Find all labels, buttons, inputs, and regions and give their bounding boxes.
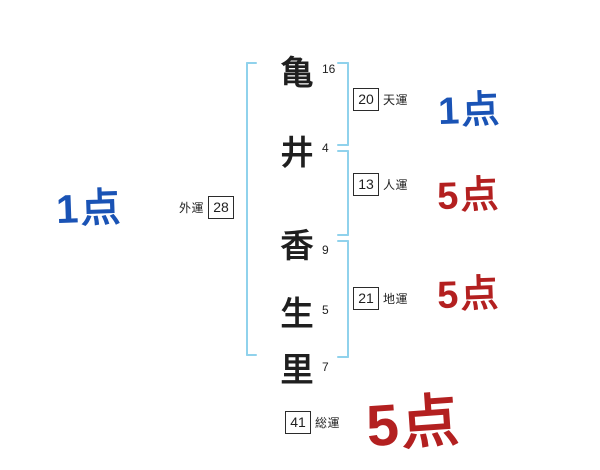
gaiun-label: 外運 — [179, 200, 205, 215]
tenun-bracket-line — [347, 62, 349, 146]
tenun-fortune: 20 天運 — [353, 88, 408, 111]
name-char-4: 生 — [280, 297, 314, 333]
tenun-label: 天運 — [383, 92, 409, 107]
name-char-2-strokes: 4 — [322, 141, 329, 155]
name-char-1-strokes: 16 — [322, 62, 336, 76]
souun-score: 5点 — [364, 387, 463, 460]
chiun-bracket-tick-top — [337, 240, 349, 242]
name-char-3: 香 — [280, 229, 314, 265]
outer-bracket-line — [246, 62, 248, 356]
gaiun-score: 1点 — [55, 185, 124, 233]
outer-bracket-tick-top — [246, 62, 257, 64]
jinun-score: 5点 — [436, 173, 502, 219]
name-char-4-strokes: 5 — [322, 303, 329, 317]
tenun-value-box: 20 — [353, 88, 379, 111]
tenun-score: 1点 — [437, 88, 503, 134]
name-char-2: 井 — [280, 136, 314, 172]
name-char-1: 亀 — [280, 56, 314, 92]
jinun-value-box: 13 — [353, 173, 379, 196]
chiun-score: 5点 — [436, 272, 502, 318]
outer-bracket-tick-bottom — [246, 354, 257, 356]
name-char-5: 里 — [280, 353, 314, 389]
jinun-label: 人運 — [383, 177, 409, 192]
tenun-bracket-tick-bottom — [337, 144, 349, 146]
souun-fortune: 41 総運 — [285, 411, 340, 434]
tenun-bracket-tick-top — [337, 62, 349, 64]
gaiun-value-box: 28 — [208, 196, 235, 219]
jinun-bracket-tick-bottom — [337, 234, 349, 236]
chiun-bracket-line — [347, 240, 349, 358]
chiun-bracket-tick-bottom — [337, 356, 349, 358]
jinun-bracket-tick-top — [337, 150, 349, 152]
souun-label: 総運 — [315, 415, 341, 430]
name-char-5-strokes: 7 — [322, 360, 329, 374]
name-char-3-strokes: 9 — [322, 243, 329, 257]
gaiun-fortune: 外運 28 — [179, 196, 235, 219]
jinun-bracket-line — [347, 150, 349, 236]
chiun-label: 地運 — [383, 291, 409, 306]
souun-value-box: 41 — [285, 411, 311, 434]
jinun-fortune: 13 人運 — [353, 173, 408, 196]
chiun-value-box: 21 — [353, 287, 379, 310]
chiun-fortune: 21 地運 — [353, 287, 408, 310]
